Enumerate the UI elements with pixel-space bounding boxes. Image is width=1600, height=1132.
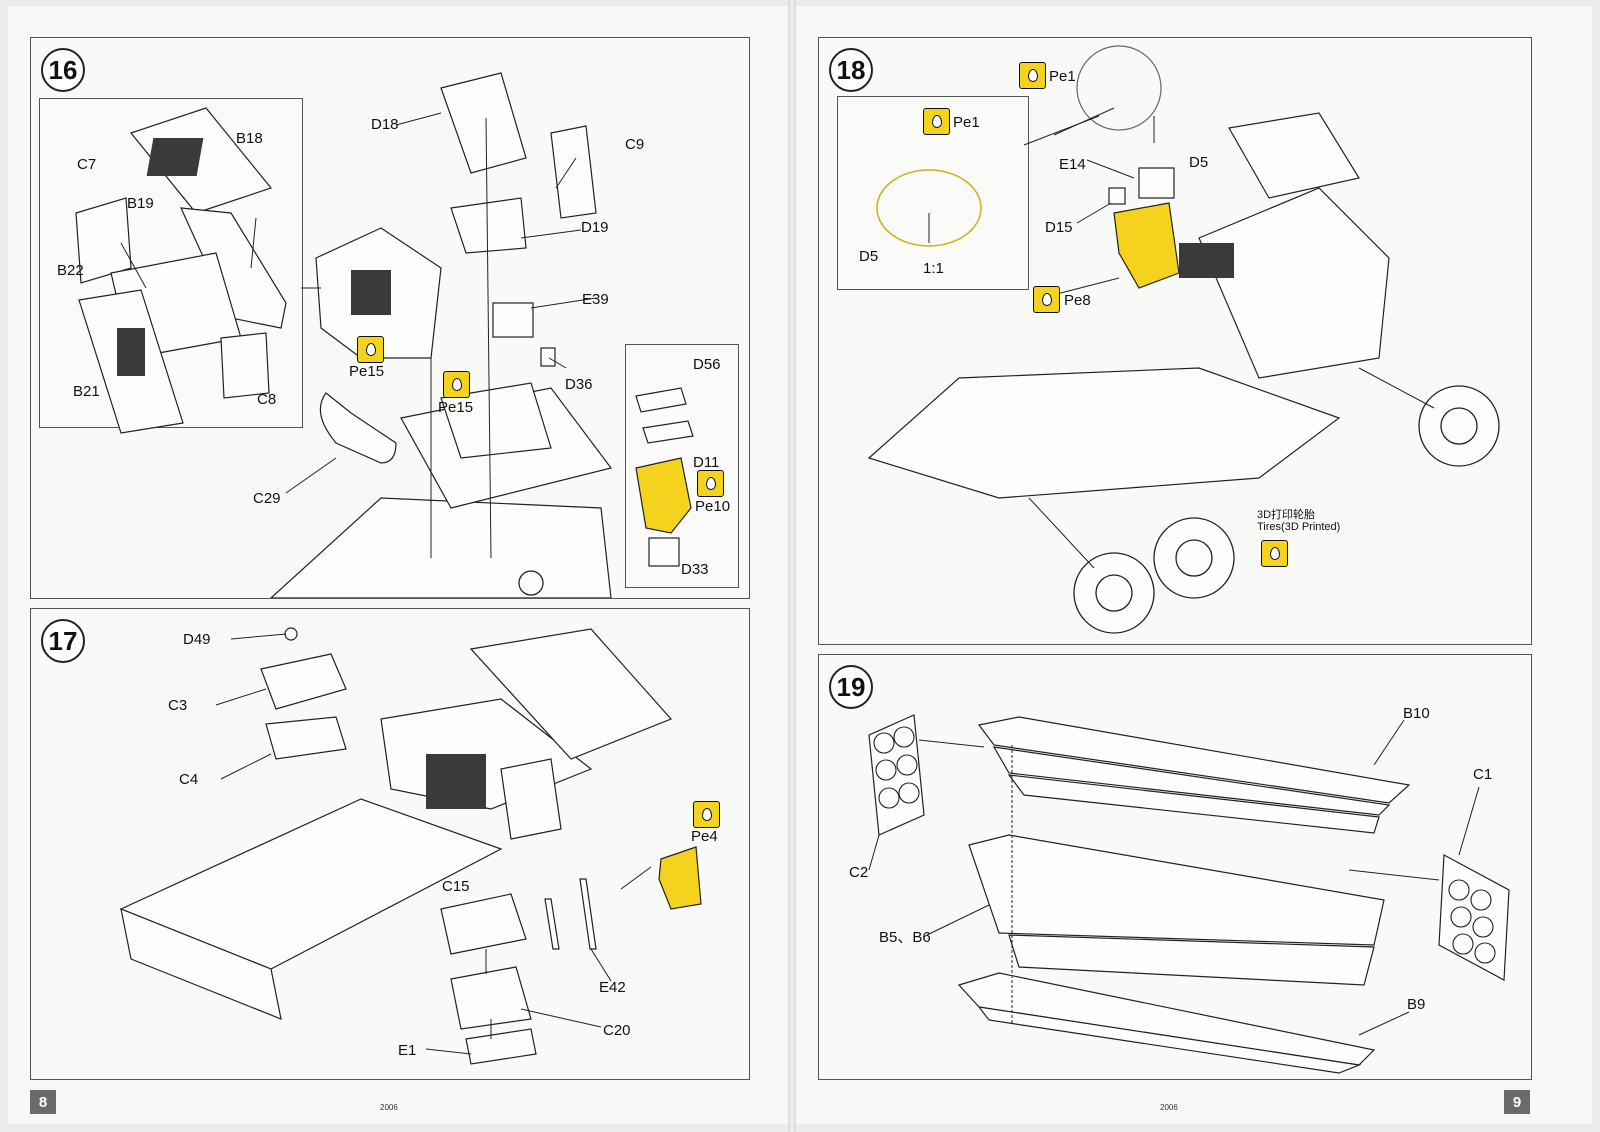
label-E42: E42 <box>599 979 626 996</box>
label-B9: B9 <box>1407 996 1426 1013</box>
label-Pe15-a: Pe15 <box>349 363 385 380</box>
label-scale: 1:1 <box>923 260 944 277</box>
step-17-drawing <box>119 627 702 1065</box>
label-B22: B22 <box>57 262 84 279</box>
label-C8: C8 <box>257 391 277 408</box>
label-B21: B21 <box>73 383 100 400</box>
photo-etch-icon <box>923 108 950 135</box>
book-spine <box>788 0 796 1132</box>
photo-etch-icon <box>697 470 724 497</box>
label-C20: C20 <box>603 1022 631 1039</box>
label-B18: B18 <box>236 130 263 147</box>
step-16-panel: 16 <box>30 37 750 599</box>
step-18-panel: 18 Pe1 <box>818 37 1532 645</box>
label-C15: C15 <box>442 878 470 895</box>
page-code: 2006 <box>1160 1103 1178 1112</box>
label-D5: D5 <box>1189 154 1209 171</box>
step-17-panel: 17 D49 C3 <box>30 608 750 1080</box>
step-19-drawing <box>868 714 1510 1074</box>
label-Pe4: Pe4 <box>691 828 718 845</box>
label-Pe8: Pe8 <box>1064 292 1091 309</box>
photo-etch-icon <box>357 336 384 363</box>
page-number: 8 <box>30 1090 56 1114</box>
label-D5-inset: D5 <box>859 248 879 265</box>
label-C29: C29 <box>253 490 281 507</box>
label-C2: C2 <box>849 864 869 881</box>
label-D36: D36 <box>565 376 593 393</box>
label-D56: D56 <box>693 356 721 373</box>
label-Pe1-b: Pe1 <box>953 114 980 131</box>
label-B5-B6: B5、B6 <box>879 929 931 946</box>
label-D15: D15 <box>1045 219 1073 236</box>
step-19-number: 19 <box>829 665 873 709</box>
label-C3: C3 <box>168 697 188 714</box>
label-Pe1-a: Pe1 <box>1049 68 1076 85</box>
right-page: 18 Pe1 <box>796 6 1592 1124</box>
photo-etch-icon <box>1033 286 1060 313</box>
step-17-number: 17 <box>41 619 85 663</box>
label-E39: E39 <box>582 291 609 308</box>
label-D19: D19 <box>581 219 609 236</box>
label-C9: C9 <box>625 136 645 153</box>
page-code: 2006 <box>380 1103 398 1112</box>
step-18-drawing <box>867 45 1500 634</box>
step-18-number: 18 <box>829 48 873 92</box>
label-C4: C4 <box>179 771 199 788</box>
label-B19: B19 <box>127 195 154 212</box>
label-C7: C7 <box>77 156 97 173</box>
label-E14: E14 <box>1059 156 1086 173</box>
label-tires-cn: 3D打印轮胎 <box>1257 509 1316 521</box>
photo-etch-icon <box>443 371 470 398</box>
step-19-panel: 19 <box>818 654 1532 1080</box>
step-16-drawing <box>75 72 694 598</box>
page-number: 9 <box>1504 1090 1530 1114</box>
label-D33: D33 <box>681 561 709 578</box>
label-D49: D49 <box>183 631 211 648</box>
label-Pe15-b: Pe15 <box>438 399 474 416</box>
left-page: 16 <box>8 6 788 1124</box>
label-Pe10: Pe10 <box>695 498 731 515</box>
label-D18: D18 <box>371 116 399 133</box>
photo-etch-icon <box>1261 540 1288 567</box>
label-D11: D11 <box>693 454 720 471</box>
label-tires-en: Tires(3D Printed) <box>1257 521 1341 533</box>
step-16-number: 16 <box>41 48 85 92</box>
photo-etch-icon <box>1019 62 1046 89</box>
label-C1: C1 <box>1473 766 1493 783</box>
label-B10: B10 <box>1403 705 1430 722</box>
label-E1: E1 <box>398 1042 417 1059</box>
photo-etch-icon <box>693 801 720 828</box>
